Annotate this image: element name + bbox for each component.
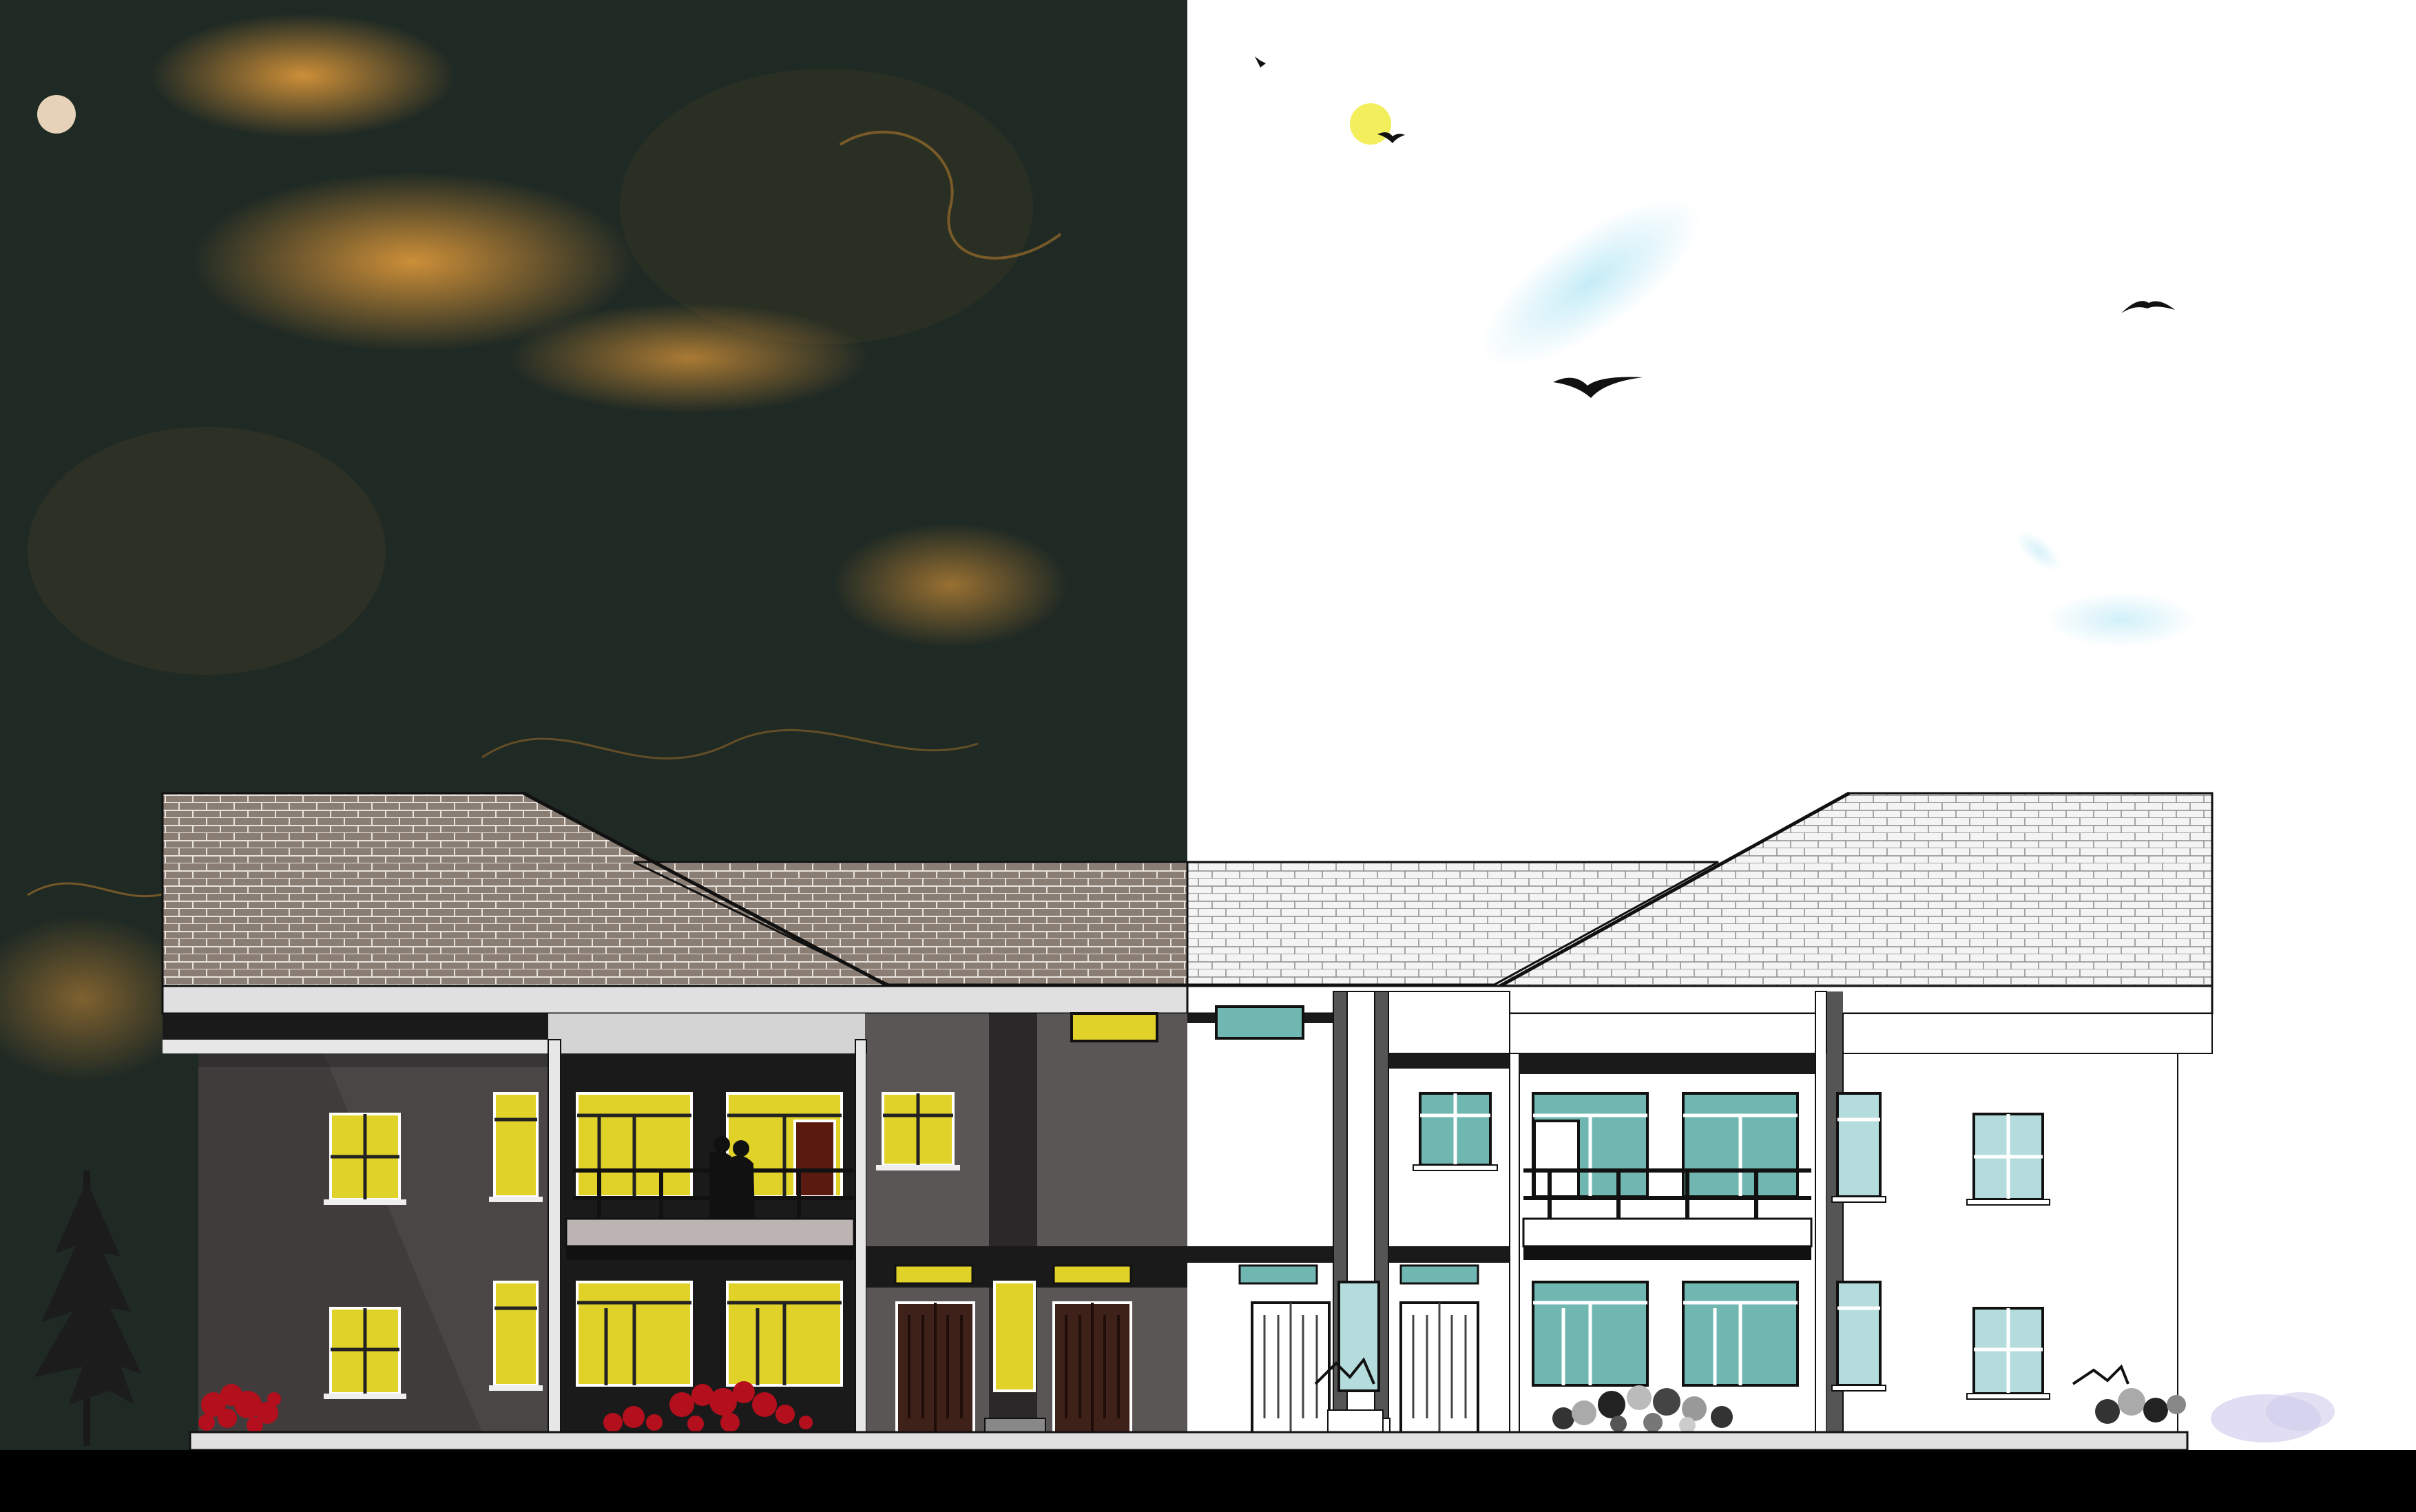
flower-bush-icon bbox=[198, 1384, 281, 1434]
window-day bbox=[1831, 1092, 1886, 1203]
window-day bbox=[1532, 1281, 1649, 1387]
window-night bbox=[324, 1113, 406, 1205]
flower-bush-icon bbox=[603, 1381, 813, 1432]
balcony-door-day bbox=[1533, 1120, 1580, 1198]
front-door-night bbox=[895, 1301, 975, 1435]
window-day bbox=[1413, 1092, 1498, 1171]
ground bbox=[0, 1450, 2416, 1512]
front-door-day bbox=[1399, 1301, 1479, 1435]
silhouette-couple-icon bbox=[709, 1136, 755, 1219]
shrub-icon bbox=[2211, 1392, 2335, 1442]
smoke-clouds bbox=[0, 14, 1068, 1081]
window-day bbox=[1831, 1281, 1886, 1392]
shrub-icon bbox=[2072, 1364, 2186, 1424]
window-night bbox=[324, 1307, 406, 1399]
window-day bbox=[1682, 1281, 1799, 1387]
window-night bbox=[576, 1281, 693, 1387]
shrub-icon bbox=[1552, 1385, 1733, 1434]
roof bbox=[161, 791, 2214, 1015]
upper-window-night bbox=[1070, 1012, 1158, 1042]
clerestory-window-night bbox=[1052, 1264, 1132, 1285]
window-night bbox=[726, 1281, 843, 1387]
window-night bbox=[993, 1281, 1036, 1392]
front-door-night bbox=[1052, 1301, 1132, 1435]
sun-icon bbox=[1350, 103, 1391, 145]
balcony-railing-day bbox=[1523, 1168, 1811, 1219]
pine-tree-icon bbox=[34, 1170, 141, 1446]
window-night bbox=[489, 1092, 543, 1202]
upper-window-day bbox=[1215, 1005, 1304, 1040]
window-day bbox=[1682, 1092, 1799, 1198]
plinth bbox=[189, 1431, 2189, 1451]
window-day bbox=[1966, 1307, 2050, 1400]
bird-icon bbox=[1255, 56, 1266, 67]
clerestory-window-day bbox=[1238, 1264, 1318, 1285]
window-day bbox=[1966, 1113, 2050, 1206]
clerestory-window-day bbox=[1399, 1264, 1479, 1285]
bird-icon bbox=[1553, 377, 1643, 398]
clerestory-window-night bbox=[894, 1264, 974, 1285]
window-day bbox=[1337, 1281, 1380, 1392]
window-night bbox=[876, 1092, 960, 1170]
window-night bbox=[489, 1281, 543, 1391]
moon-icon bbox=[37, 95, 76, 134]
front-door-day bbox=[1251, 1301, 1331, 1435]
window-night bbox=[576, 1092, 693, 1198]
bird-icon bbox=[2121, 301, 2175, 313]
sky-wisps bbox=[1480, 197, 2197, 647]
bird-icon bbox=[1377, 132, 1405, 143]
